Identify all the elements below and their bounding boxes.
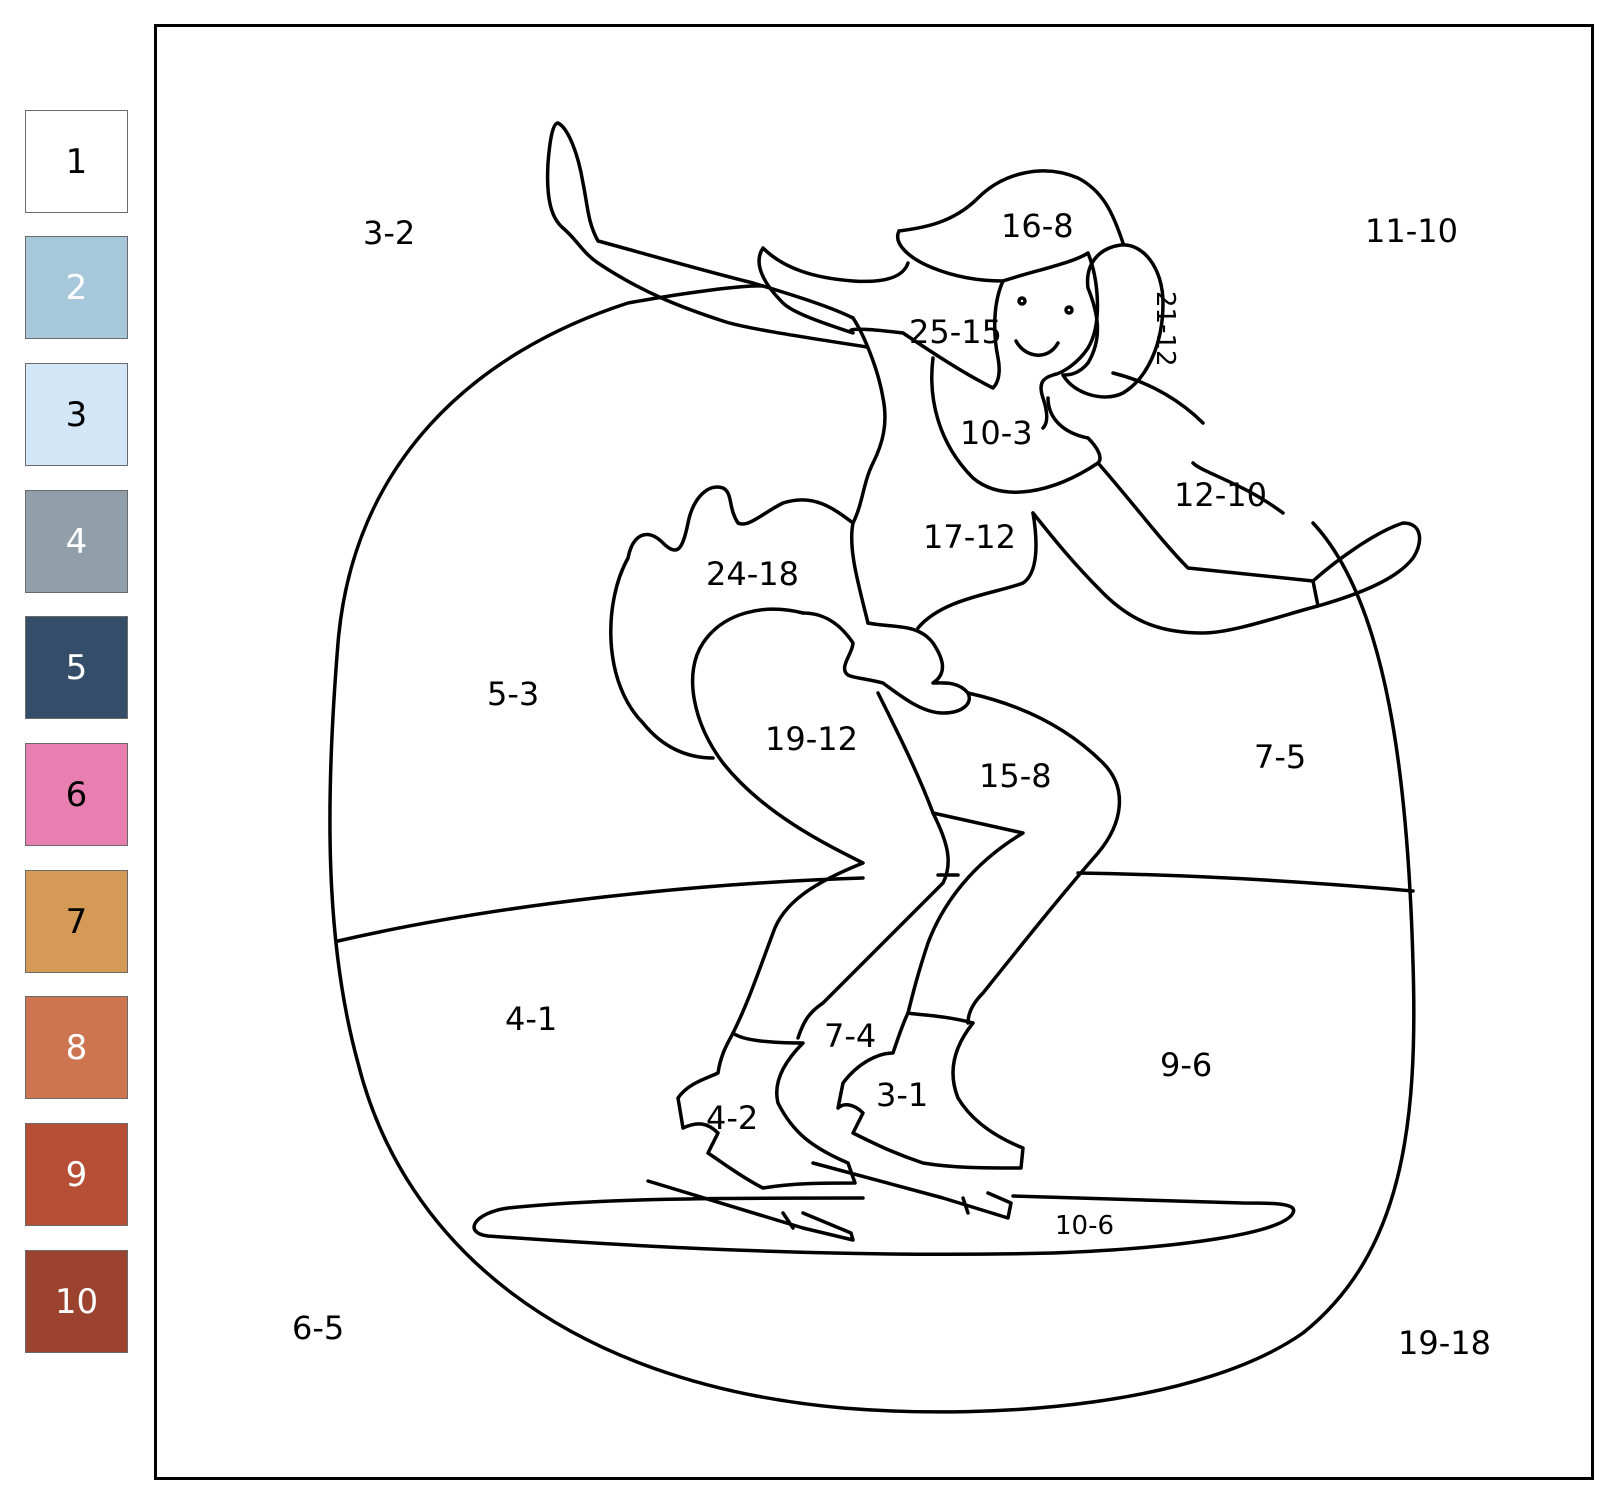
swatch-number: 2 bbox=[65, 267, 88, 308]
ice-shadow-outline[interactable] bbox=[472, 1194, 1296, 1257]
earmuff-outline[interactable] bbox=[1061, 243, 1165, 399]
region-skirt[interactable]: 24-18 bbox=[706, 555, 799, 593]
region-ice-shadow[interactable]: 10-6 bbox=[1055, 1211, 1114, 1241]
swatch-number: 4 bbox=[65, 521, 88, 562]
region-bg-top-right[interactable]: 11-10 bbox=[1365, 212, 1458, 250]
swatch-number: 10 bbox=[54, 1281, 99, 1322]
region-earmuff[interactable]: 21-12 bbox=[1150, 291, 1180, 367]
palette-swatch-9[interactable]: 9 bbox=[25, 1123, 128, 1226]
region-neck[interactable]: 10-3 bbox=[960, 414, 1033, 452]
region-ice-right[interactable]: 9-6 bbox=[1160, 1046, 1212, 1084]
region-rink-wall-left[interactable]: 5-3 bbox=[487, 675, 539, 713]
region-ice-left[interactable]: 4-1 bbox=[505, 1000, 557, 1038]
region-between-legs[interactable]: 7-4 bbox=[824, 1017, 876, 1055]
smile bbox=[1014, 339, 1060, 357]
palette-swatch-1[interactable]: 1 bbox=[25, 110, 128, 213]
region-face[interactable]: 25-15 bbox=[909, 313, 1002, 351]
left-arm-outline[interactable] bbox=[545, 121, 869, 349]
face-outline[interactable] bbox=[1001, 251, 1100, 430]
region-skate-right[interactable]: 3-1 bbox=[876, 1076, 928, 1114]
palette-swatch-8[interactable]: 8 bbox=[25, 996, 128, 1099]
ice-horizon-line[interactable] bbox=[336, 871, 1415, 943]
region-bg-bottom-right[interactable]: 19-18 bbox=[1398, 1324, 1491, 1362]
region-skate-left[interactable]: 4-2 bbox=[706, 1099, 758, 1137]
coloring-canvas[interactable]: 3-2 11-10 6-5 19-18 5-3 7-5 4-1 9-6 10-6… bbox=[154, 24, 1594, 1480]
swatch-number: 6 bbox=[65, 774, 88, 815]
region-dress-top[interactable]: 17-12 bbox=[923, 518, 1016, 556]
left-eye bbox=[1017, 296, 1027, 306]
right-leg-outline[interactable] bbox=[906, 691, 1122, 1025]
palette-swatch-4[interactable]: 4 bbox=[25, 490, 128, 593]
left-skate-outline[interactable] bbox=[646, 1031, 857, 1242]
palette-swatch-5[interactable]: 5 bbox=[25, 616, 128, 719]
rink-dome-outline[interactable] bbox=[328, 284, 1416, 1414]
skirt-outline[interactable] bbox=[609, 485, 971, 760]
swatch-number: 9 bbox=[65, 1154, 88, 1195]
swatch-number: 3 bbox=[65, 394, 88, 435]
region-rink-wall-right[interactable]: 7-5 bbox=[1254, 738, 1306, 776]
region-leg-left[interactable]: 19-12 bbox=[765, 720, 858, 758]
left-leg-outline[interactable] bbox=[690, 607, 950, 1040]
region-bg-bottom-left[interactable]: 6-5 bbox=[292, 1309, 344, 1347]
region-hair[interactable]: 16-8 bbox=[1001, 207, 1074, 245]
dress-top-outline[interactable] bbox=[849, 316, 1038, 630]
palette-swatch-6[interactable]: 6 bbox=[25, 743, 128, 846]
neck-outline[interactable] bbox=[930, 356, 1102, 494]
swatch-number: 7 bbox=[65, 901, 88, 942]
region-leg-right[interactable]: 15-8 bbox=[979, 757, 1052, 795]
right-eye bbox=[1064, 305, 1074, 315]
palette-swatch-3[interactable]: 3 bbox=[25, 363, 128, 466]
swatch-number: 1 bbox=[65, 141, 88, 182]
palette-swatch-10[interactable]: 10 bbox=[25, 1250, 128, 1353]
region-sleeve-right[interactable]: 12-10 bbox=[1174, 476, 1267, 514]
swatch-number: 8 bbox=[65, 1027, 88, 1068]
right-arm-outline[interactable] bbox=[1031, 461, 1422, 635]
palette-swatch-7[interactable]: 7 bbox=[25, 870, 128, 973]
hair-outline[interactable] bbox=[757, 169, 1125, 390]
palette-swatch-2[interactable]: 2 bbox=[25, 236, 128, 339]
swatch-number: 5 bbox=[65, 647, 88, 688]
skater-drawing[interactable]: 3-2 11-10 6-5 19-18 5-3 7-5 4-1 9-6 10-6… bbox=[157, 27, 1591, 1477]
region-bg-top-left[interactable]: 3-2 bbox=[363, 214, 415, 252]
right-skate-outline[interactable] bbox=[811, 1011, 1025, 1220]
